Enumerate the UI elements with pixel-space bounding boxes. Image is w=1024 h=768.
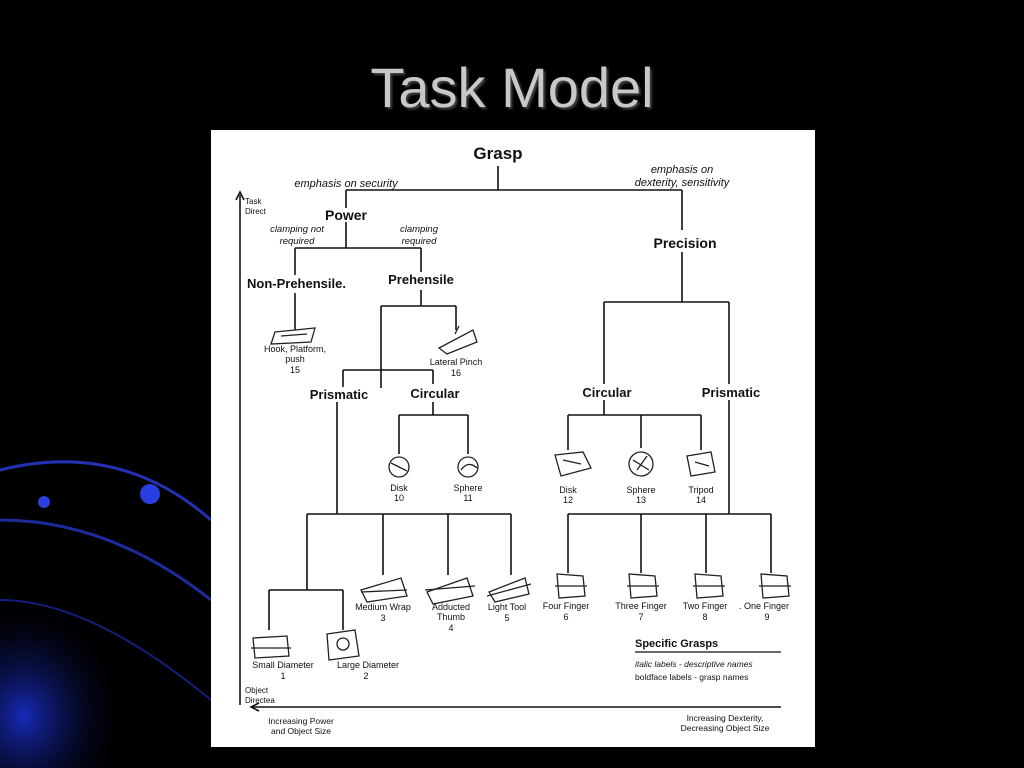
- non-prehensile-label: Non-Prehensile.: [247, 276, 346, 291]
- light-tool-number: 5: [504, 613, 509, 623]
- clamping-not-required-label-2: required: [280, 236, 316, 247]
- sphere-power-number: 11: [463, 493, 472, 503]
- small-diameter-label: Small Diameter: [252, 660, 314, 670]
- light-tool-label: Light Tool: [488, 602, 526, 612]
- legend-bold-line: boldface labels - grasp names: [635, 672, 748, 682]
- disk-power-label: Disk: [390, 483, 408, 493]
- two-finger-hand-icon: [693, 573, 725, 599]
- grasp-taxonomy-figure: Grasp emphasis on security emphasis on d…: [211, 130, 815, 747]
- one-finger-hand-icon: [759, 573, 791, 599]
- task-direct-label-2: Direct: [245, 207, 267, 216]
- four-finger-label: Four Finger: [543, 601, 590, 611]
- disk-precision-label: Disk: [559, 485, 577, 495]
- medium-wrap-number: 3: [380, 613, 385, 623]
- tripod-label: Tripod: [688, 485, 713, 495]
- emphasis-dexterity-label: emphasis on: [651, 164, 713, 176]
- clamping-not-required-label: clamping not: [270, 224, 324, 235]
- disk-power-hand-icon: [388, 456, 410, 478]
- tree-connectors: [235, 166, 781, 712]
- large-diameter-hand-icon: [326, 629, 360, 661]
- object-directed-label-2: Directea: [245, 696, 275, 705]
- disk-precision-number: 12: [563, 495, 573, 505]
- sphere-precision-label: Sphere: [626, 485, 655, 495]
- bottom-left-label: Increasing Power: [268, 716, 334, 726]
- hook-platform-number: 15: [290, 365, 300, 375]
- sphere-precision-hand-icon: [628, 451, 654, 477]
- clamping-required-label-2: required: [402, 236, 438, 247]
- legend-title: Specific Grasps: [635, 638, 718, 650]
- legend-italic-line: italic labels - descriptive names: [635, 659, 753, 669]
- four-finger-number: 6: [563, 612, 568, 622]
- large-diameter-number: 2: [363, 671, 368, 681]
- emphasis-dexterity-label-2: dexterity, sensitivity: [635, 177, 731, 189]
- slide-title: Task Model: [370, 56, 654, 119]
- disk-precision-hand-icon: [554, 451, 592, 477]
- light-tool-hand-icon: [486, 577, 532, 603]
- small-diameter-number: 1: [280, 671, 285, 681]
- grasp-root-label: Grasp: [473, 144, 522, 163]
- bottom-right-label: Increasing Dexterity,: [687, 713, 764, 723]
- sphere-power-label: Sphere: [453, 483, 482, 493]
- bottom-left-label-2: and Object Size: [271, 726, 331, 736]
- precision-circular-label: Circular: [582, 385, 631, 400]
- one-finger-number: 9: [764, 612, 769, 622]
- hook-hand-icon: [270, 327, 316, 345]
- two-finger-label: Two Finger: [683, 601, 728, 611]
- adducted-thumb-number: 4: [448, 623, 453, 633]
- precision-prismatic-label: Prismatic: [702, 385, 761, 400]
- sphere-power-hand-icon: [457, 456, 479, 478]
- emphasis-security-label: emphasis on security: [294, 178, 399, 190]
- adducted-thumb-label: Adducted: [432, 602, 470, 612]
- power-prismatic-label: Prismatic: [310, 387, 369, 402]
- tripod-hand-icon: [686, 451, 716, 477]
- precision-label: Precision: [653, 235, 716, 251]
- medium-wrap-label: Medium Wrap: [355, 602, 411, 612]
- adducted-thumb-label-2: Thumb: [437, 612, 465, 622]
- disk-power-number: 10: [394, 493, 404, 503]
- three-finger-number: 7: [638, 612, 643, 622]
- tripod-number: 14: [696, 495, 706, 505]
- hook-platform-label-2: push: [285, 354, 305, 364]
- medium-wrap-hand-icon: [360, 577, 408, 603]
- three-finger-label: Three Finger: [615, 601, 667, 611]
- bottom-right-label-2: Decreasing Object Size: [681, 723, 770, 733]
- two-finger-number: 8: [702, 612, 707, 622]
- prehensile-label: Prehensile: [388, 272, 454, 287]
- hook-platform-label: Hook, Platform,: [264, 344, 326, 354]
- large-diameter-label: Large Diameter: [337, 660, 399, 670]
- adducted-thumb-hand-icon: [424, 577, 476, 605]
- lateral-pinch-number: 16: [451, 368, 461, 378]
- object-directed-label: Object: [245, 686, 269, 695]
- hand-glyph-group: [251, 325, 791, 661]
- sphere-precision-number: 13: [636, 495, 646, 505]
- clamping-required-label: clamping: [400, 224, 439, 235]
- task-direct-label: Task: [245, 197, 262, 206]
- power-circular-label: Circular: [410, 386, 459, 401]
- lateral-pinch-label: Lateral Pinch: [430, 357, 483, 367]
- three-finger-hand-icon: [627, 573, 659, 599]
- four-finger-hand-icon: [555, 573, 587, 599]
- one-finger-label: . One Finger: [739, 601, 789, 611]
- small-diameter-hand-icon: [251, 635, 291, 659]
- grasp-taxonomy-diagram: Grasp emphasis on security emphasis on d…: [235, 144, 791, 736]
- power-label: Power: [325, 207, 368, 223]
- lateral-pinch-hand-icon: [437, 325, 478, 355]
